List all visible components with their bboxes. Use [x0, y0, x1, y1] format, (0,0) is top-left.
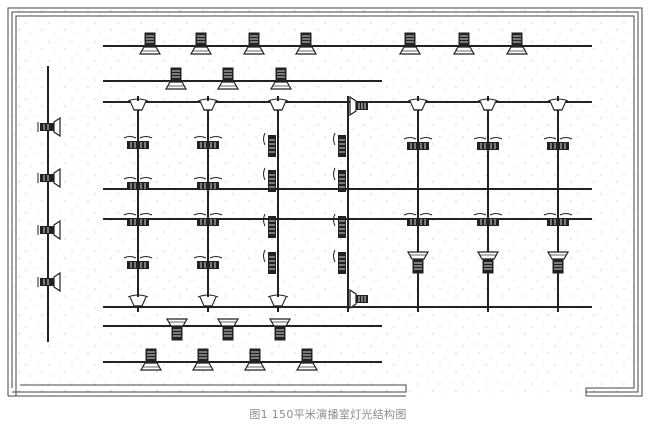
figure-caption: 图1 150平米演播室灯光结构图	[249, 408, 407, 421]
studio-walls	[7, 7, 643, 397]
lighting-vertical-pipes	[47, 66, 559, 342]
studio-lighting-plan	[7, 7, 643, 397]
